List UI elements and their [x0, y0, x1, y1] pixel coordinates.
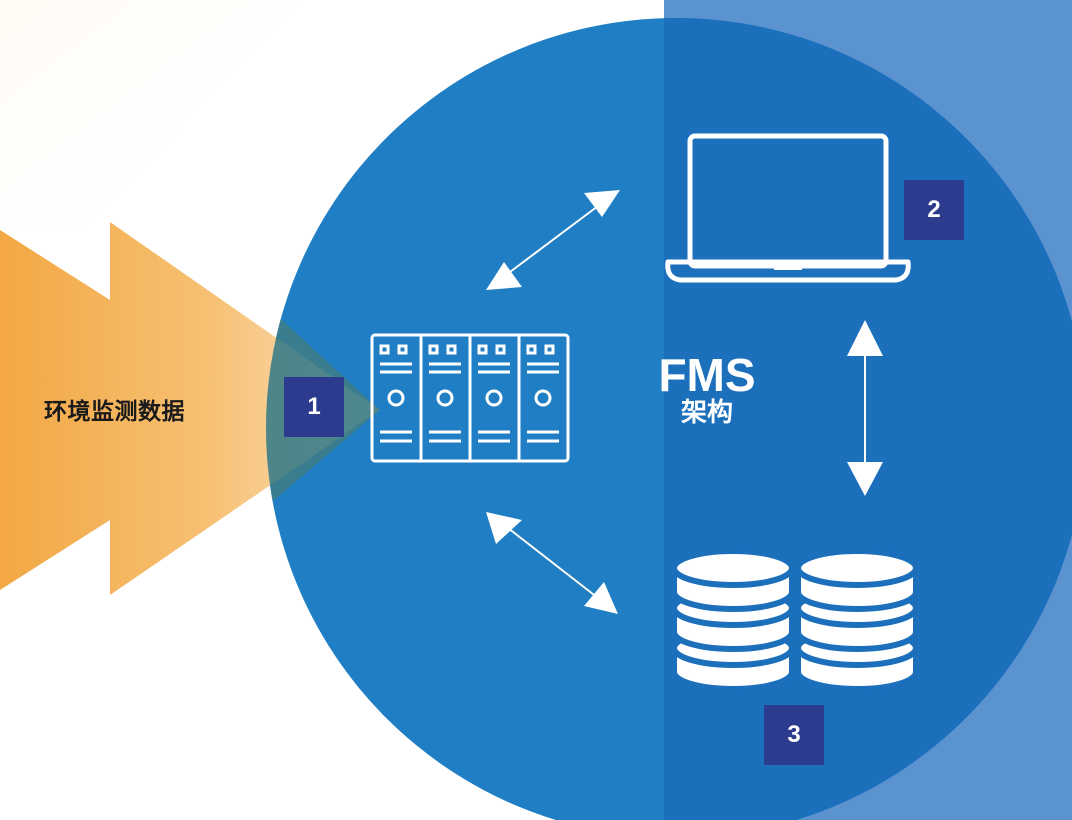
badge-database: 3 — [764, 705, 824, 765]
input-label: 环境监测数据 — [44, 399, 185, 425]
background-glow — [0, 0, 300, 230]
badge-laptop: 2 — [904, 180, 964, 240]
laptop-icon — [665, 133, 911, 283]
title-sub: 架构 — [680, 398, 733, 428]
diagram-title: FMS 架构 — [642, 352, 772, 426]
database-icon — [671, 548, 916, 689]
title-main: FMS — [658, 349, 756, 401]
arrow-laptop-database — [847, 320, 883, 496]
arrow-server-laptop — [486, 190, 620, 290]
server-rack-icon — [370, 333, 570, 463]
badge-server: 1 — [284, 377, 344, 437]
arrow-server-database — [486, 512, 618, 614]
